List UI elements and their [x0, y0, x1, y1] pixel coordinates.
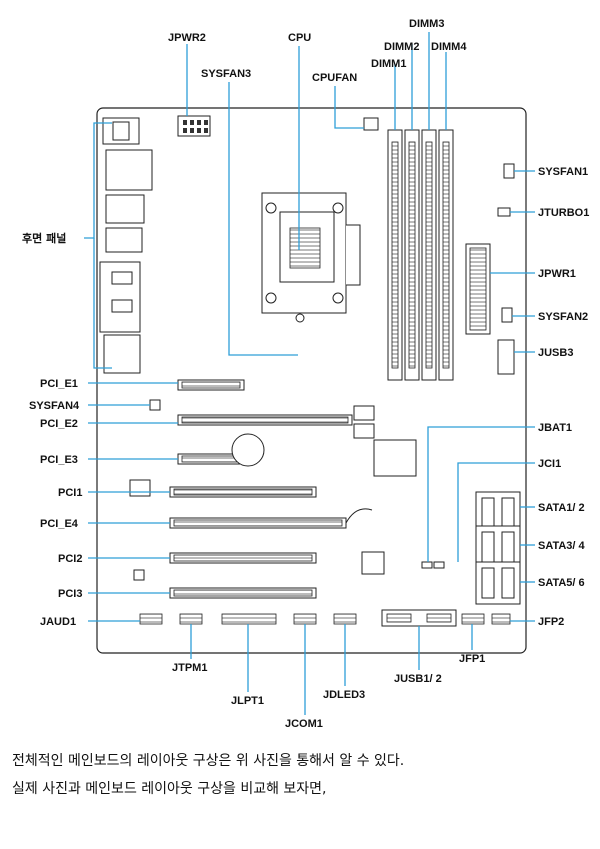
- caption-line-1: 전체적인 메인보드의 레이아웃 구상은 위 사진을 통해서 알 수 있다.: [12, 753, 405, 769]
- label-dimm2: DIMM2: [384, 41, 419, 53]
- cpu-socket: [261, 192, 361, 323]
- label-cpufan: CPUFAN: [312, 72, 357, 84]
- caption-line-2: 실제 사진과 메인보드 레이아웃 구상을 비교해 보자면,: [12, 781, 327, 797]
- sata-connectors: [475, 491, 521, 605]
- label-jcom1: JCOM1: [285, 718, 323, 730]
- label-jusb3: JUSB3: [538, 347, 573, 359]
- label-sata56: SATA5/ 6: [538, 577, 585, 589]
- label-jdled3: JDLED3: [323, 689, 365, 701]
- label-sysfan3: SYSFAN3: [201, 68, 251, 80]
- chipset-area: [361, 439, 445, 575]
- label-jlpt1: JLPT1: [231, 695, 264, 707]
- bottom-headers: [139, 609, 511, 627]
- label-jturbo1: JTURBO1: [538, 207, 589, 219]
- jpwr2-connector: [177, 115, 211, 137]
- label-pci2: PCI2: [58, 553, 82, 565]
- sysfan2-header: [501, 307, 513, 323]
- label-jaud1: JAUD1: [40, 616, 76, 628]
- label-pci-e3: PCI_E3: [40, 454, 78, 466]
- jturbo1-header: [497, 207, 511, 217]
- label-sysfan4: SYSFAN4: [29, 400, 80, 412]
- component-labels: JPWR2 CPU DIMM3 DIMM2 DIMM4 DIMM1 SYSFAN…: [22, 18, 589, 730]
- label-pci3: PCI3: [58, 588, 82, 600]
- sysfan1-header: [503, 163, 515, 179]
- label-jusb12: JUSB1/ 2: [394, 673, 442, 685]
- label-jfp1: JFP1: [459, 653, 485, 665]
- label-pci-e4: PCI_E4: [40, 518, 79, 530]
- dimm-slots: [387, 129, 454, 381]
- label-dimm3: DIMM3: [409, 18, 444, 30]
- rear-panel-connectors: [99, 117, 153, 374]
- label-jbat1: JBAT1: [538, 422, 572, 434]
- label-sysfan1: SYSFAN1: [538, 166, 588, 178]
- label-rear-panel: 후면 패널: [22, 231, 66, 245]
- label-jpwr1: JPWR1: [538, 268, 576, 280]
- jusb3-header: [497, 339, 515, 375]
- label-pci1: PCI1: [58, 487, 82, 499]
- motherboard-outline: [96, 107, 527, 654]
- leader-lines: [84, 32, 535, 715]
- label-jfp2: JFP2: [538, 616, 564, 628]
- label-cpu: CPU: [288, 32, 311, 44]
- label-jpwr2: JPWR2: [168, 32, 206, 44]
- label-sata34: SATA3/ 4: [538, 540, 586, 552]
- cpufan-header: [363, 117, 379, 131]
- label-dimm1: DIMM1: [371, 58, 406, 70]
- label-dimm4: DIMM4: [431, 41, 467, 53]
- label-pci-e1: PCI_E1: [40, 378, 78, 390]
- label-sata12: SATA1/ 2: [538, 502, 585, 514]
- motherboard-layout-diagram: JPWR2 CPU DIMM3 DIMM2 DIMM4 DIMM1 SYSFAN…: [22, 18, 589, 730]
- label-pci-e2: PCI_E2: [40, 418, 78, 430]
- label-sysfan2: SYSFAN2: [538, 311, 588, 323]
- label-jci1: JCI1: [538, 458, 561, 470]
- label-jtpm1: JTPM1: [172, 662, 207, 674]
- jpwr1-connector: [465, 243, 491, 335]
